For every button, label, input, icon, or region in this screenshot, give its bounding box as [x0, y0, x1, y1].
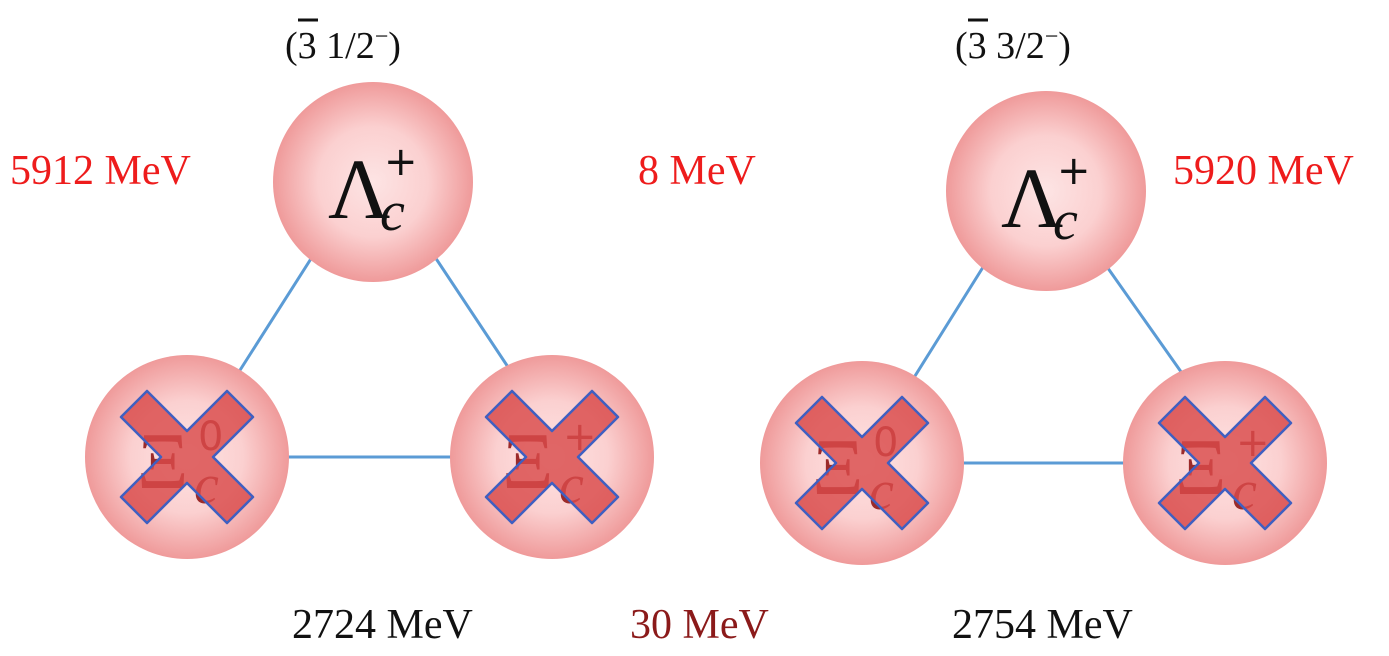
edge-top-left: [233, 253, 316, 379]
mass-label-right: 2754 MeV: [952, 602, 1133, 648]
cross-icon: [1157, 395, 1293, 531]
annotation-right-top: 5920 MeV: [1173, 148, 1354, 194]
annotation-middle-bottom: 30 MeV: [630, 602, 769, 648]
annotation-middle-top: 8 MeV: [638, 148, 756, 194]
node-xi-c-zero: Ξ 0 c: [85, 355, 289, 559]
node-xi-c-zero: Ξ 0 c: [760, 361, 964, 565]
annotation-left-top: 5912 MeV: [10, 148, 191, 194]
multiplet-label-right: (3 3/2−): [955, 24, 1071, 67]
spin-label: 3/2: [996, 25, 1045, 67]
multiplet-right: (3 3/2−) Λ + c Ξ 0 c Ξ + c 2754 MeV: [760, 18, 1327, 648]
spin-label: 1/2: [326, 25, 375, 67]
node-base: Λ: [1001, 150, 1063, 246]
mass-label-left: 2724 MeV: [292, 602, 473, 648]
cross-icon: [119, 389, 255, 525]
node-sub: c: [380, 181, 405, 243]
multiplet-left: (3 1/2−) Λ + c Ξ 0 c Ξ + c: [85, 18, 654, 648]
node-sub: c: [1053, 190, 1078, 252]
edge-top-right: [1103, 263, 1186, 377]
multiplet-label-left: (3 1/2−): [285, 24, 401, 67]
node-xi-c-plus: Ξ + c: [450, 355, 654, 559]
edge-top-left: [908, 263, 987, 385]
edge-top-right: [431, 253, 512, 371]
node-lambda-c-plus: Λ + c: [946, 91, 1146, 291]
rep-label: 3: [968, 25, 987, 67]
rep-label: 3: [298, 25, 317, 67]
parity-label: −: [375, 24, 389, 50]
node-lambda-c-plus: Λ + c: [273, 82, 473, 282]
parity-label: −: [1045, 24, 1059, 50]
node-xi-c-plus: Ξ + c: [1123, 361, 1327, 565]
node-base: Λ: [328, 141, 390, 237]
node-sup: +: [384, 139, 418, 185]
cross-icon: [484, 389, 620, 525]
cross-icon: [794, 395, 930, 531]
node-sup: +: [1057, 148, 1091, 194]
